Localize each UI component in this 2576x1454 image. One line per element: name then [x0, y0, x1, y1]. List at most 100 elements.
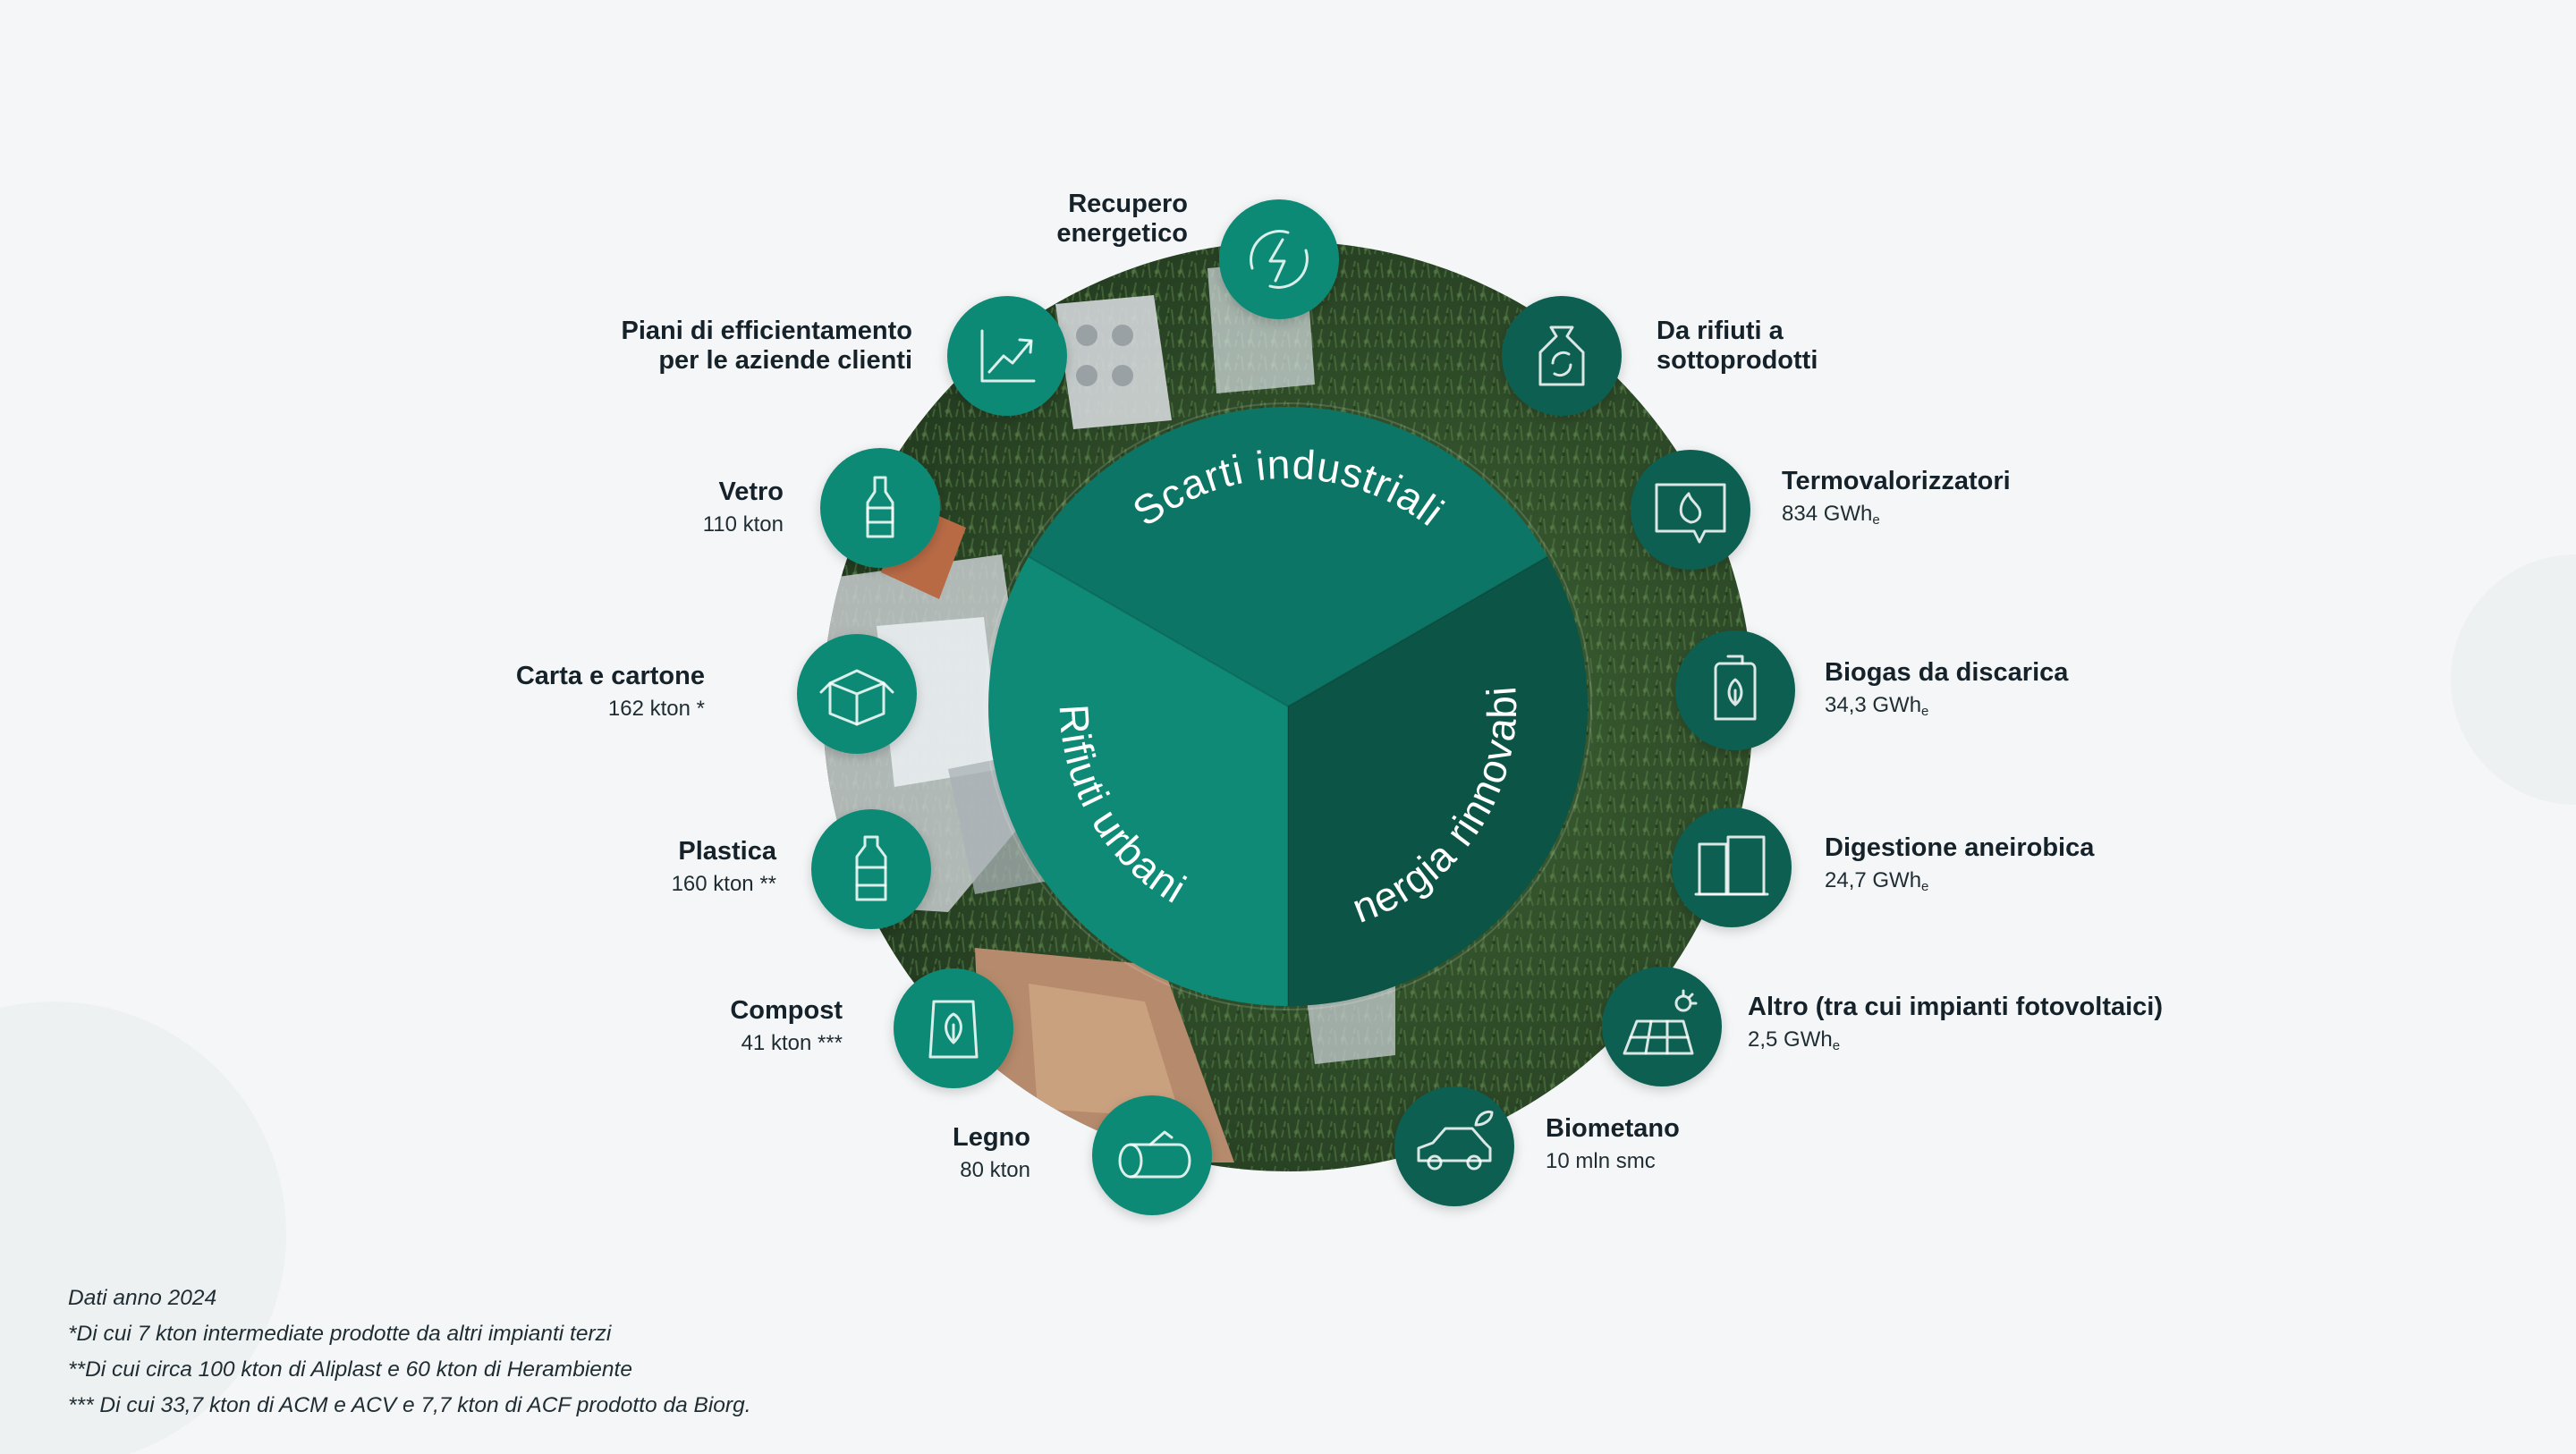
energy-cycle-icon [1250, 230, 1309, 289]
node-label-altro: Altro (tra cui impianti fotovoltaici) 2,5… [1748, 993, 2392, 1054]
node-value: 2,5 GWhe [1748, 1027, 2392, 1053]
node-value: 10 mln smc [1546, 1149, 2082, 1174]
node-value: 834 GWhe [1782, 502, 2318, 528]
node-title: Vetro [718, 478, 784, 506]
node-label-recupero: Recupero energetico [812, 190, 1188, 249]
node-title: Digestione aneirobica [1825, 833, 2095, 862]
cardboard-box-icon [819, 669, 894, 726]
node-circle [1672, 807, 1792, 927]
wood-log-icon [1118, 1130, 1191, 1179]
footnotes: Dati anno 2024 *Di cui 7 kton intermedia… [68, 1281, 751, 1424]
node-label-piani: Piani di efficientamento per le aziende … [358, 317, 913, 376]
node-title: Termovalorizzatori [1782, 467, 2011, 495]
solar-panel-icon [1623, 989, 1698, 1055]
node-title: Carta e cartone [515, 662, 705, 690]
pie-divider [1287, 555, 1548, 707]
node-circle [811, 809, 931, 929]
node-title: Da rifiuti a sottoprodotti [1657, 317, 1818, 376]
plastic-bottle-icon [855, 835, 887, 901]
pie-divider [1028, 555, 1289, 707]
node-value-text: 110 kton [702, 512, 784, 537]
node-plastica [811, 809, 931, 929]
pie-segment-right [1288, 556, 1589, 1006]
node-circle [1602, 967, 1722, 1086]
node-biogas [1675, 630, 1795, 750]
node-label-rifiuti: Da rifiuti a sottoprodotti [1657, 317, 2193, 376]
background-blob [2451, 554, 2576, 805]
node-label-compost: Compost 41 kton *** [467, 996, 843, 1056]
node-label-legno: Legno 80 kton [655, 1123, 1030, 1183]
node-label-carta: Carta e cartone 162 kton * [150, 662, 705, 722]
node-value-text: 41 kton *** [741, 1031, 843, 1056]
node-value: 34,3 GWhe [1825, 693, 2361, 719]
node-value: 24,7 GWhe [1825, 868, 2361, 894]
node-value-unit-subscript: e [1921, 704, 1929, 720]
glass-bottle-icon [866, 476, 894, 538]
node-value: 110 kton [408, 512, 784, 537]
node-circle [947, 296, 1067, 416]
node-label-plastica: Plastica 160 kton ** [401, 837, 776, 897]
pie-segment-left [988, 556, 1288, 1006]
node-circle [1219, 199, 1339, 319]
node-circle [1502, 296, 1622, 416]
footnote-1: *Di cui 7 kton intermediate prodotte da … [68, 1322, 612, 1346]
pie-segment-top [1028, 406, 1548, 706]
gas-cylinder-icon [1714, 655, 1757, 721]
node-layer [797, 199, 1795, 1215]
node-title: Piani di efficientamento per le aziende … [621, 317, 913, 376]
node-circle [1631, 450, 1750, 570]
background-blob [0, 1002, 286, 1454]
node-rifiuti [1502, 296, 1622, 416]
node-title: Biometano [1546, 1114, 1680, 1143]
compost-bag-icon [928, 1000, 979, 1059]
node-piani [947, 296, 1067, 416]
node-value: 41 kton *** [467, 1031, 843, 1056]
node-title: Altro (tra cui impianti fotovoltaici) [1748, 993, 2164, 1021]
node-circle [1092, 1095, 1212, 1215]
node-value: 160 kton ** [401, 872, 776, 897]
digester-tank-icon [1694, 835, 1769, 896]
node-title: Legno [953, 1123, 1030, 1152]
recycle-bag-icon [1538, 325, 1585, 386]
node-title: Compost [730, 996, 843, 1025]
node-value-unit-subscript: e [1872, 512, 1880, 528]
node-value-text: 24,7 GWh [1825, 868, 1922, 893]
node-value-text: 160 kton ** [671, 872, 776, 897]
node-value: 80 kton [655, 1158, 1030, 1183]
node-value-unit-subscript: e [1921, 879, 1929, 895]
node-value-text: 34,3 GWh [1825, 693, 1922, 718]
node-value-text: 162 kton * [607, 697, 705, 722]
flame-screen-icon [1655, 483, 1726, 544]
node-compost [894, 968, 1013, 1088]
footnote-2: **Di cui circa 100 kton di Aliplast e 60… [68, 1357, 632, 1382]
node-value-text: 834 GWh [1782, 502, 1873, 527]
node-value-unit-subscript: e [1832, 1038, 1841, 1054]
node-digestione [1672, 807, 1792, 927]
node-value: 162 kton * [150, 697, 705, 722]
node-label-biometano: Biometano 10 mln smc [1546, 1114, 2082, 1174]
footnote-year: Dati anno 2024 [68, 1286, 217, 1310]
node-label-digestione: Digestione aneirobica 24,7 GWhe [1825, 833, 2361, 895]
eco-car-icon [1417, 1110, 1494, 1171]
node-altro [1602, 967, 1722, 1086]
node-title: Plastica [678, 837, 776, 866]
node-value-text: 80 kton [960, 1158, 1030, 1183]
node-recupero [1219, 199, 1339, 319]
node-legno [1092, 1095, 1212, 1215]
node-label-termo: Termovalorizzatori 834 GWhe [1782, 467, 2318, 528]
node-value-text: 2,5 GWh [1748, 1027, 1833, 1052]
node-carta [797, 634, 917, 754]
node-termo [1631, 450, 1750, 570]
node-label-biogas: Biogas da discarica 34,3 GWhe [1825, 658, 2361, 720]
node-label-vetro: Vetro 110 kton [408, 478, 784, 537]
node-biometano [1394, 1086, 1514, 1206]
node-title: Biogas da discarica [1825, 658, 2069, 687]
node-title: Recupero energetico [1056, 190, 1188, 249]
node-circle [1394, 1086, 1514, 1206]
growth-chart-icon [980, 329, 1036, 383]
footnote-3: *** Di cui 33,7 kton di ACM e ACV e 7,7 … [68, 1393, 751, 1417]
node-vetro [820, 448, 940, 568]
node-value-text: 10 mln smc [1546, 1149, 1656, 1174]
